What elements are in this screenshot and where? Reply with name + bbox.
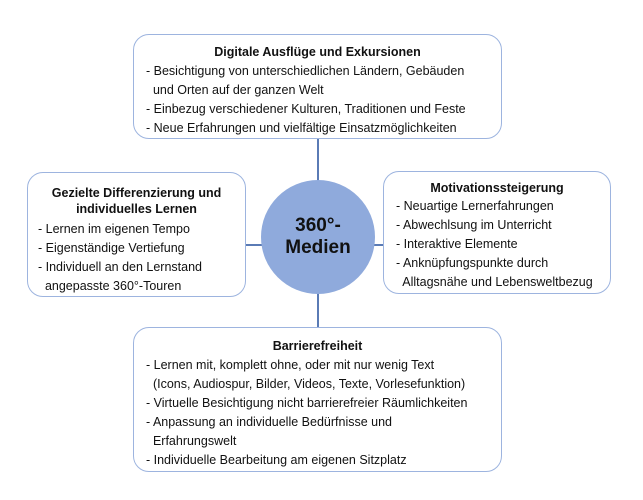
list-item: Erfahrungswelt [146,434,237,448]
list-item: und Orten auf der ganzen Welt [146,83,324,97]
list-item: - Individuell an den Lernstand [38,260,203,274]
box-motivation: Motivationssteigerung - Neuartige Lerner… [383,171,611,294]
title-line: Gezielte Differenzierung und [51,186,222,200]
box-differentiation: Gezielte Differenzierung und individuelle… [27,172,246,297]
list-item: (Icons, Audiospur, Bilder, Videos, Texte… [146,377,466,391]
list-item: - Lernen im eigenen Tempo [38,222,190,236]
box-accessibility: Barrierefreiheit - Lernen mit, komplett … [133,327,502,472]
list-item: angepasste 360°-Touren [38,279,182,293]
list-item: - Neuartige Lernerfahrungen [396,199,554,213]
list-item: - Abwechlsung im Unterricht [396,218,552,232]
connector-top [317,138,319,182]
box-title: Motivationssteigerung [430,181,564,195]
connector-bottom [317,292,319,328]
list-item: - Besichtigung von unterschiedlichen Län… [146,64,465,78]
connector-left [245,244,263,246]
list-item: - Lernen mit, komplett ohne, oder mit nu… [146,358,435,372]
list-item: - Individuelle Bearbeitung am eigenen Si… [146,453,407,467]
box-title: Gezielte Differenzierung und individuelle… [38,185,235,217]
list-item: - Einbezug verschiedener Kulturen, Tradi… [146,102,466,116]
hub-line: Medien [285,237,351,258]
list-item: - Virtuelle Besichtigung nicht barrieref… [146,396,468,410]
title-line: individuelles Lernen [76,202,197,216]
box-title: Barrierefreiheit [272,339,363,353]
list-item: - Eigenständige Vertiefung [38,241,185,255]
central-topic: 360°-Medien [261,180,375,294]
list-item: - Anknüpfungspunkte durch [396,256,549,270]
box-title: Digitale Ausflüge und Exkursionen [214,45,421,59]
hub-line: 360°- [295,215,341,236]
box-digital-excursions: Digitale Ausflüge und Exkursionen - Besi… [133,34,502,139]
list-item: - Anpassung an individuelle Bedürfnisse … [146,415,393,429]
list-item: - Interaktive Elemente [396,237,518,251]
list-item: - Neue Erfahrungen und vielfältige Einsa… [146,121,457,135]
connector-right [373,244,385,246]
list-item: Alltagsnähe und Lebensweltbezug [396,275,593,289]
